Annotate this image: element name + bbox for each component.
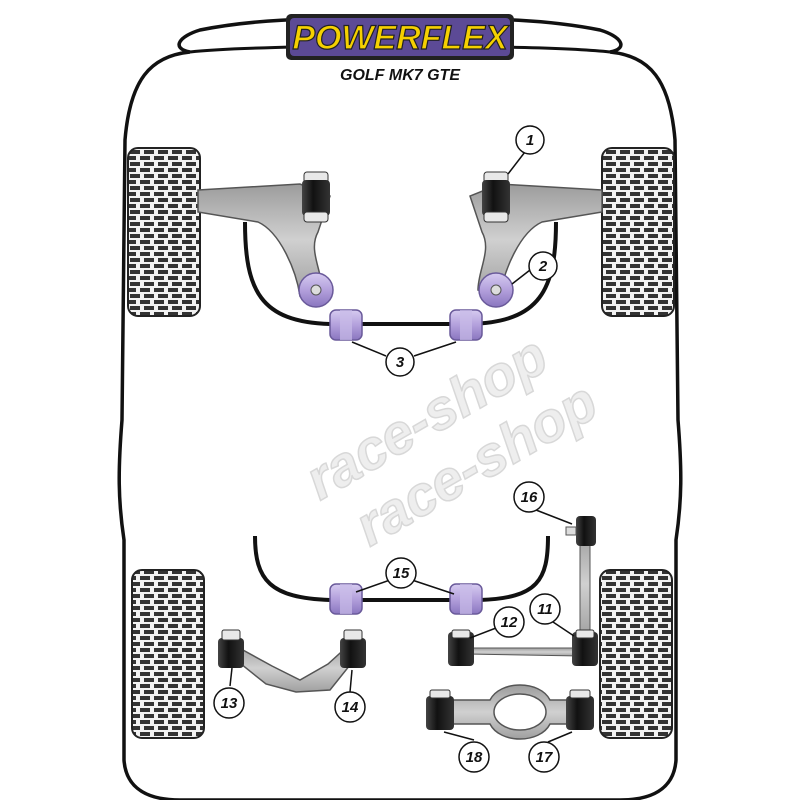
- part-label-3: 3: [385, 347, 415, 377]
- part-label-12-text: 12: [501, 614, 518, 631]
- rear-anti-roll-bar: [253, 535, 550, 602]
- logo-text: POWERFLEX: [292, 19, 510, 57]
- part-label-14-text: 14: [342, 699, 359, 716]
- bushing-front-arb-right: [449, 309, 483, 341]
- bushing-rear-arb-right: [449, 583, 483, 615]
- part-label-13-text: 13: [221, 695, 238, 712]
- part-label-13: 13: [213, 687, 245, 719]
- part-label-1-text: 1: [526, 132, 534, 149]
- part-label-1: 1: [515, 125, 545, 155]
- model-title: GOLF MK7 GTE: [340, 67, 461, 84]
- part-label-15-text: 15: [393, 565, 410, 582]
- part-label-17-text: 17: [536, 749, 553, 766]
- part-label-11-text: 11: [537, 601, 553, 618]
- part-label-3-text: 3: [396, 354, 405, 371]
- powerflex-logo: POWERFLEX: [286, 14, 514, 60]
- bushing-rear-arb-left: [329, 583, 363, 615]
- part-label-12: 12: [493, 606, 525, 638]
- bushing-front-right-black: [482, 171, 510, 223]
- part-label-16-text: 16: [521, 489, 538, 506]
- part-label-14: 14: [334, 691, 366, 723]
- part-label-2-text: 2: [538, 258, 548, 275]
- part-label-16: 16: [513, 481, 545, 513]
- bushing-front-right-purple: [478, 272, 514, 308]
- part-labels: 1 2 3 11 12 13 14 15: [213, 125, 561, 773]
- part-label-2: 2: [528, 251, 558, 281]
- part-label-11: 11: [529, 593, 561, 625]
- tyre-rear-left: [131, 569, 205, 739]
- part-label-15: 15: [385, 557, 417, 589]
- rear-subframe: [426, 684, 594, 740]
- tyres: [127, 147, 675, 739]
- part-label-17: 17: [528, 741, 560, 773]
- part-label-18-text: 18: [466, 749, 483, 766]
- part-label-18: 18: [458, 741, 490, 773]
- tyre-front-left: [127, 147, 201, 317]
- rear-left-arm: [218, 629, 366, 693]
- bushing-front-arb-left: [329, 309, 363, 341]
- bushing-front-left-black: [302, 171, 330, 223]
- tyre-rear-right: [599, 569, 673, 739]
- rear-drop-link: [565, 516, 596, 639]
- tyre-front-right: [601, 147, 675, 317]
- bushing-front-left-purple: [298, 272, 334, 308]
- rear-lower-link: [448, 629, 598, 666]
